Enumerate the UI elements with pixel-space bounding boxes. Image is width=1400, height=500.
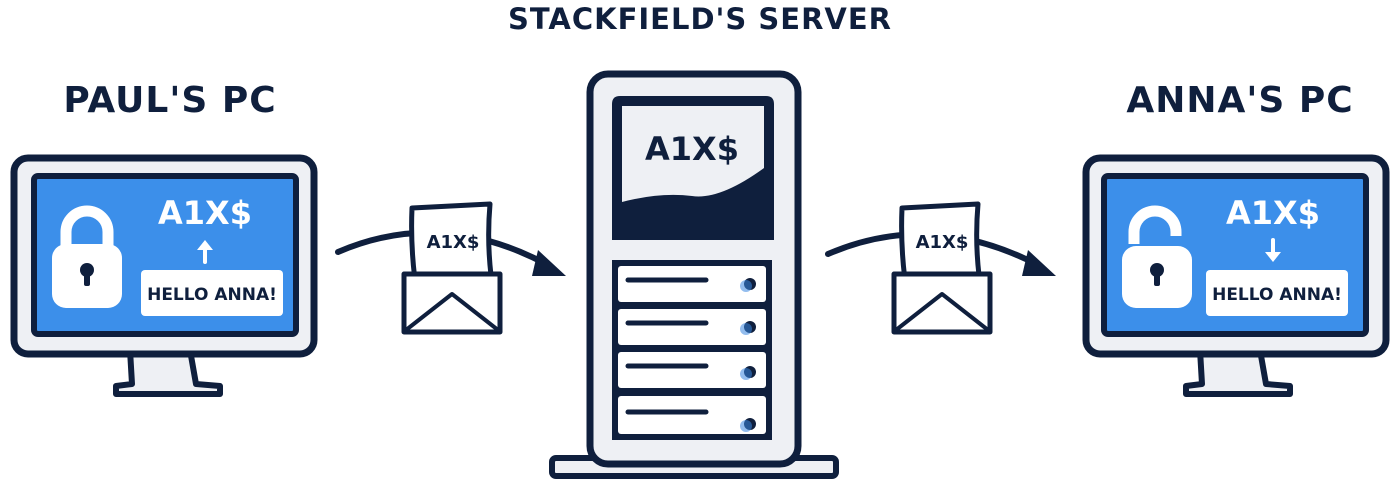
left-envelope-icon — [401, 271, 503, 335]
rack-unit — [618, 309, 766, 345]
left-transfer: A1X$ — [335, 201, 566, 335]
server-rack-units — [612, 260, 772, 440]
arrow-down-icon — [1265, 238, 1281, 262]
annas-cipher-text: A1X$ — [1226, 194, 1320, 232]
annas-pc-title: ANNA'S PC — [1126, 80, 1354, 121]
locked-padlock-icon — [52, 205, 122, 308]
pauls-message-text: HELLO ANNA! — [147, 285, 277, 305]
left-arrowhead-icon — [532, 250, 566, 276]
rack-unit — [618, 396, 766, 434]
annas-message-text: HELLO ANNA! — [1212, 285, 1342, 305]
right-envelope-icon — [891, 271, 993, 335]
annas-pc: A1X$ HELLO ANNA! — [1082, 154, 1390, 397]
pauls-pc: A1X$ HELLO ANNA! — [10, 154, 318, 397]
left-letter-text: A1X$ — [427, 232, 480, 253]
rack-unit — [618, 266, 766, 302]
annas-message-box — [1206, 270, 1348, 316]
stackfield-server: A1X$ — [549, 70, 839, 479]
pauls-cipher-text: A1X$ — [158, 194, 252, 232]
server-cipher-text: A1X$ — [645, 130, 739, 168]
arrow-up-icon — [197, 240, 213, 264]
right-letter-text: A1X$ — [916, 232, 969, 253]
server-title: STACKFIELD'S SERVER — [507, 2, 893, 36]
pauls-pc-title: PAUL'S PC — [63, 80, 277, 121]
right-transfer: A1X$ — [825, 201, 1056, 335]
monitor-stand — [1183, 347, 1293, 397]
right-arrowhead-icon — [1022, 250, 1056, 276]
rack-unit — [618, 352, 766, 388]
unlocked-padlock-icon — [1122, 205, 1192, 308]
pauls-message-box — [141, 270, 283, 316]
server-display-highlight — [622, 106, 764, 202]
monitor-stand — [113, 347, 223, 397]
